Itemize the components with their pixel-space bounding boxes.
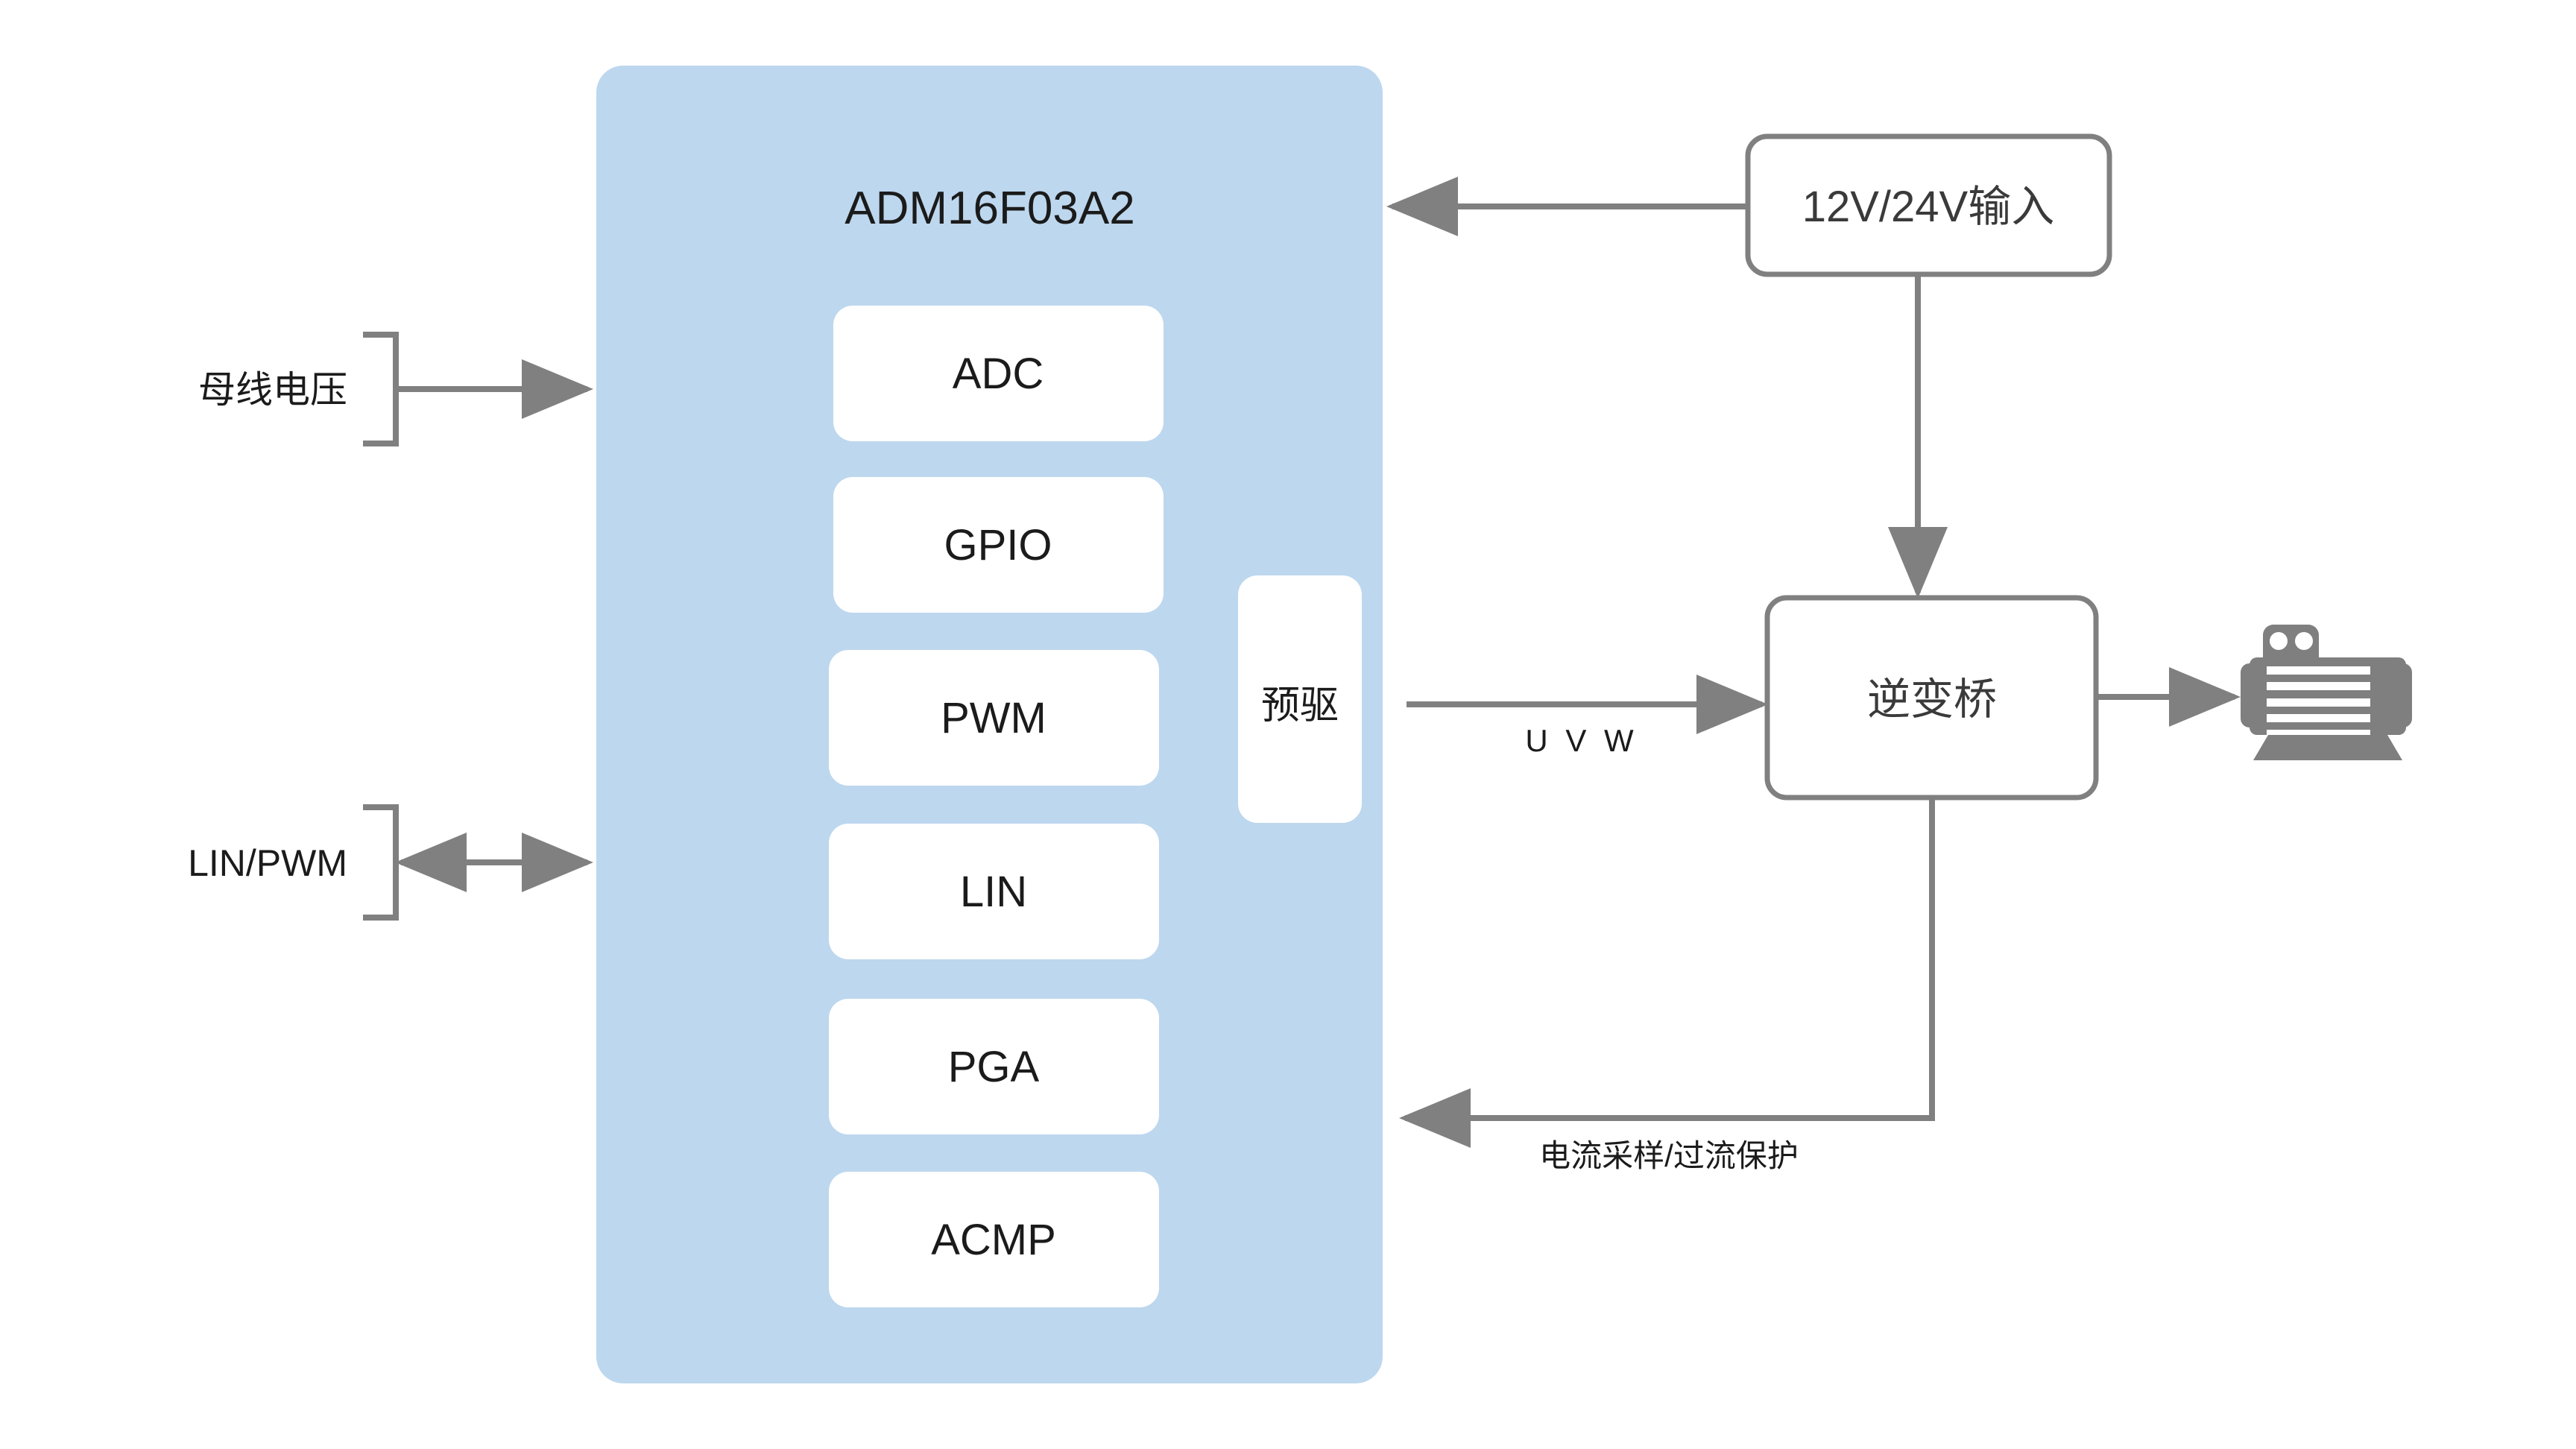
current-feedback-label: 电流采样/过流保护 [1539, 1138, 1799, 1173]
motor-icon [2241, 625, 2412, 760]
inverter-label: 逆变桥 [1867, 675, 1997, 724]
peripheral-block-gpio[interactable]: GPIO [833, 477, 1164, 613]
supply-label: 12V/24V输入 [1802, 183, 2055, 231]
peripheral-label-acmp: ACMP [931, 1216, 1056, 1264]
bus-voltage-bracket [363, 332, 399, 446]
predriver-label: 预驱 [1261, 684, 1339, 727]
predriver-block[interactable]: 预驱 [1238, 575, 1362, 823]
peripheral-block-pwm[interactable]: PWM [829, 650, 1159, 786]
uvw-label: U V W [1525, 723, 1638, 758]
peripheral-label-pwm: PWM [941, 694, 1046, 742]
peripheral-block-pga[interactable]: PGA [829, 999, 1159, 1134]
lin-pwm-bracket [363, 804, 399, 921]
lin-pwm-label: LIN/PWM [188, 842, 347, 884]
current-feedback-path [1399, 798, 1935, 1148]
peripheral-block-lin[interactable]: LIN [829, 824, 1159, 959]
peripheral-block-acmp[interactable]: ACMP [829, 1172, 1159, 1307]
supply-block[interactable]: 12V/24V输入 [1745, 133, 2112, 277]
peripheral-label-pga: PGA [948, 1043, 1040, 1091]
peripheral-label-adc: ADC [953, 350, 1044, 398]
peripheral-block-adc[interactable]: ADC [833, 306, 1164, 441]
bus-voltage-label: 母线电压 [198, 369, 347, 411]
inverter-block[interactable]: 逆变桥 [1764, 595, 2099, 801]
peripheral-label-lin: LIN [960, 868, 1027, 916]
peripheral-label-gpio: GPIO [944, 521, 1052, 569]
mcu-title: ADM16F03A2 [845, 183, 1134, 234]
